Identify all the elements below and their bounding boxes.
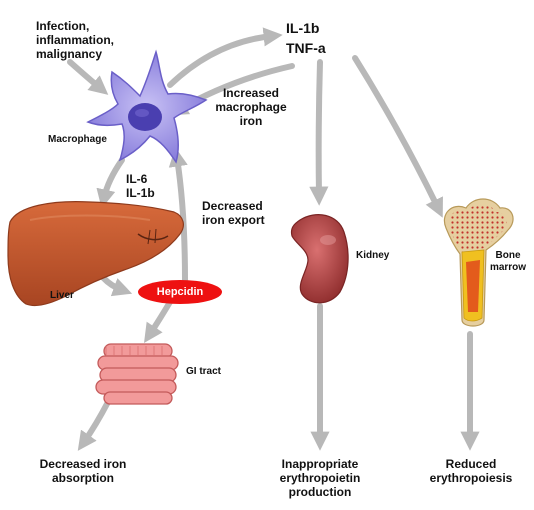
liver-organ	[7, 201, 184, 307]
il6-il1b-label: IL-6 IL-1b	[126, 172, 155, 200]
gi-tract-organ	[95, 343, 179, 405]
bone-marrow-label: Bone marrow	[489, 250, 527, 273]
macrophage-cell	[86, 49, 208, 164]
kidney-organ	[290, 214, 349, 304]
bone-marrow-organ	[443, 198, 514, 327]
arrow-gut-to-absorption	[77, 399, 111, 451]
liver-label: Liver	[50, 290, 74, 301]
increased-macrophage-iron-label: Increased macrophage iron	[215, 86, 287, 128]
inappropriate-erythropoietin-label: Inappropriate erythropoietin production	[279, 457, 361, 499]
reduced-erythropoiesis-label: Reduced erythropoiesis	[429, 457, 513, 485]
il1b-label: IL-1b	[286, 20, 320, 36]
arrow-cytokines-to-marrow	[352, 55, 443, 218]
causes-label: Infection, inflammation, malignancy	[36, 19, 115, 61]
arrow-macrophage-to-liver	[96, 157, 125, 209]
decreased-iron-export-label: Decreased iron export	[202, 199, 265, 227]
arrow-cytokines-to-kidney	[309, 59, 329, 206]
tnf-label: TNF-a	[286, 40, 326, 56]
decreased-iron-absorption-label: Decreased iron absorption	[39, 457, 127, 485]
arrow-hepcidin-to-macrophage	[168, 147, 188, 283]
macrophage-label: Macrophage	[48, 134, 107, 145]
gi-tract-label: GI tract	[186, 366, 222, 377]
hepcidin-badge: Hepcidin	[138, 280, 222, 304]
kidney-label: Kidney	[356, 250, 390, 261]
arrow-macrophage-to-cytokines	[167, 27, 283, 88]
arrow-causes-to-macrophage	[67, 59, 109, 95]
arrow-hepcidin-to-gut	[144, 299, 173, 343]
